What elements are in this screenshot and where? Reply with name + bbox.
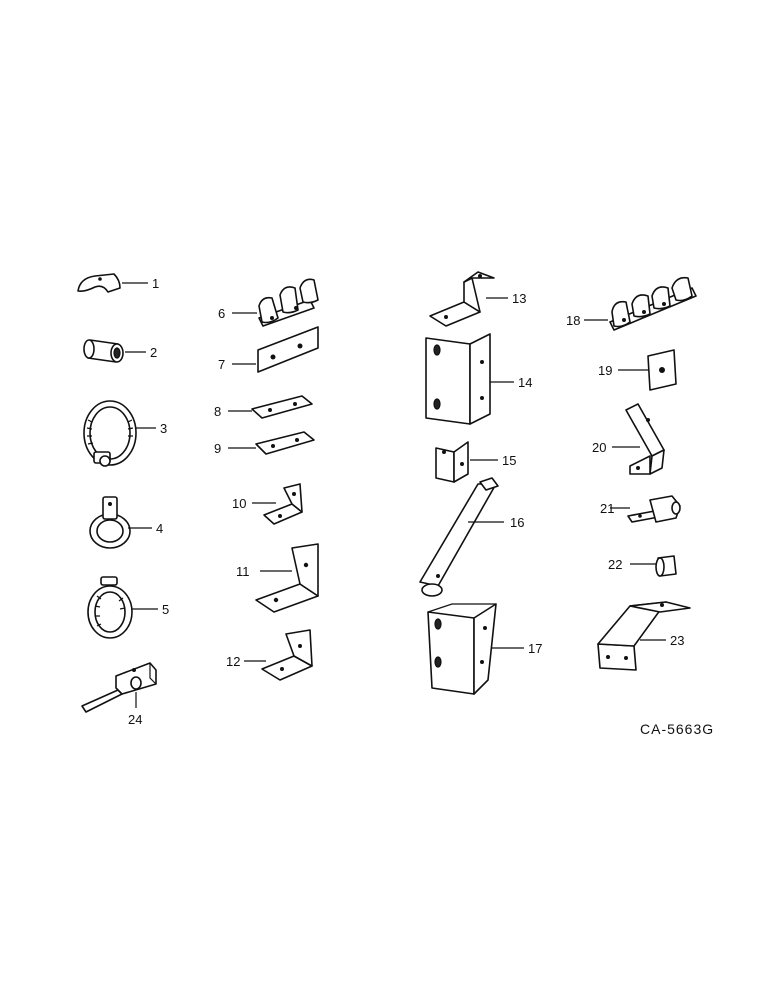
part-18-triple-clip-icon (584, 276, 697, 331)
part-19-square-washer-icon (618, 349, 677, 391)
part-7-plate-icon (232, 326, 319, 373)
part-label-7: 7 (218, 357, 225, 372)
part-9-plate-icon (228, 431, 315, 455)
part-label-3: 3 (160, 421, 167, 436)
part-label-17: 17 (528, 641, 542, 656)
part-label-13: 13 (512, 291, 526, 306)
part-label-6: 6 (218, 306, 225, 321)
part-4-loop-clamp-icon (89, 496, 152, 549)
part-16-brace-icon (419, 477, 504, 597)
part-23-channel-bracket-icon (597, 601, 691, 671)
part-label-14: 14 (518, 375, 532, 390)
part-label-11: 11 (236, 564, 250, 579)
part-label-19: 19 (598, 363, 612, 378)
part-12-angle-bracket-icon (244, 629, 313, 681)
part-17-tapered-bracket-icon (427, 603, 524, 695)
part-2-spacer-icon (83, 339, 146, 363)
part-label-10: 10 (232, 496, 246, 511)
part-13-z-bracket-icon (429, 271, 508, 327)
part-22-bushing-icon (630, 555, 677, 577)
part-label-9: 9 (214, 441, 221, 456)
part-label-8: 8 (214, 404, 221, 419)
part-label-2: 2 (150, 345, 157, 360)
part-1-clip-icon (77, 273, 148, 293)
part-5-strap-clamp-icon (87, 576, 158, 639)
part-label-22: 22 (608, 557, 622, 572)
part-24-wire-clip-icon (81, 662, 157, 713)
part-15-small-bracket-icon (435, 441, 498, 483)
part-11-angle-bracket-icon (255, 543, 319, 613)
part-label-18: 18 (566, 313, 580, 328)
part-3-hose-clamp-icon (83, 400, 156, 467)
part-label-21: 21 (600, 501, 614, 516)
part-label-5: 5 (162, 602, 169, 617)
part-label-23: 23 (670, 633, 684, 648)
part-6-double-clip-icon (232, 278, 319, 327)
part-20-offset-bracket-icon (612, 403, 665, 475)
part-label-1: 1 (152, 276, 159, 291)
part-21-terminal-icon (610, 495, 681, 523)
reference-code: CA-5663G (640, 721, 714, 737)
part-label-12: 12 (226, 654, 240, 669)
part-label-15: 15 (502, 453, 516, 468)
part-label-16: 16 (510, 515, 524, 530)
part-14-large-bracket-icon (425, 333, 514, 425)
part-10-angle-bracket-icon (252, 483, 303, 525)
part-label-4: 4 (156, 521, 163, 536)
part-label-20: 20 (592, 440, 606, 455)
part-8-plate-icon (228, 395, 313, 419)
part-label-24: 24 (128, 712, 142, 727)
